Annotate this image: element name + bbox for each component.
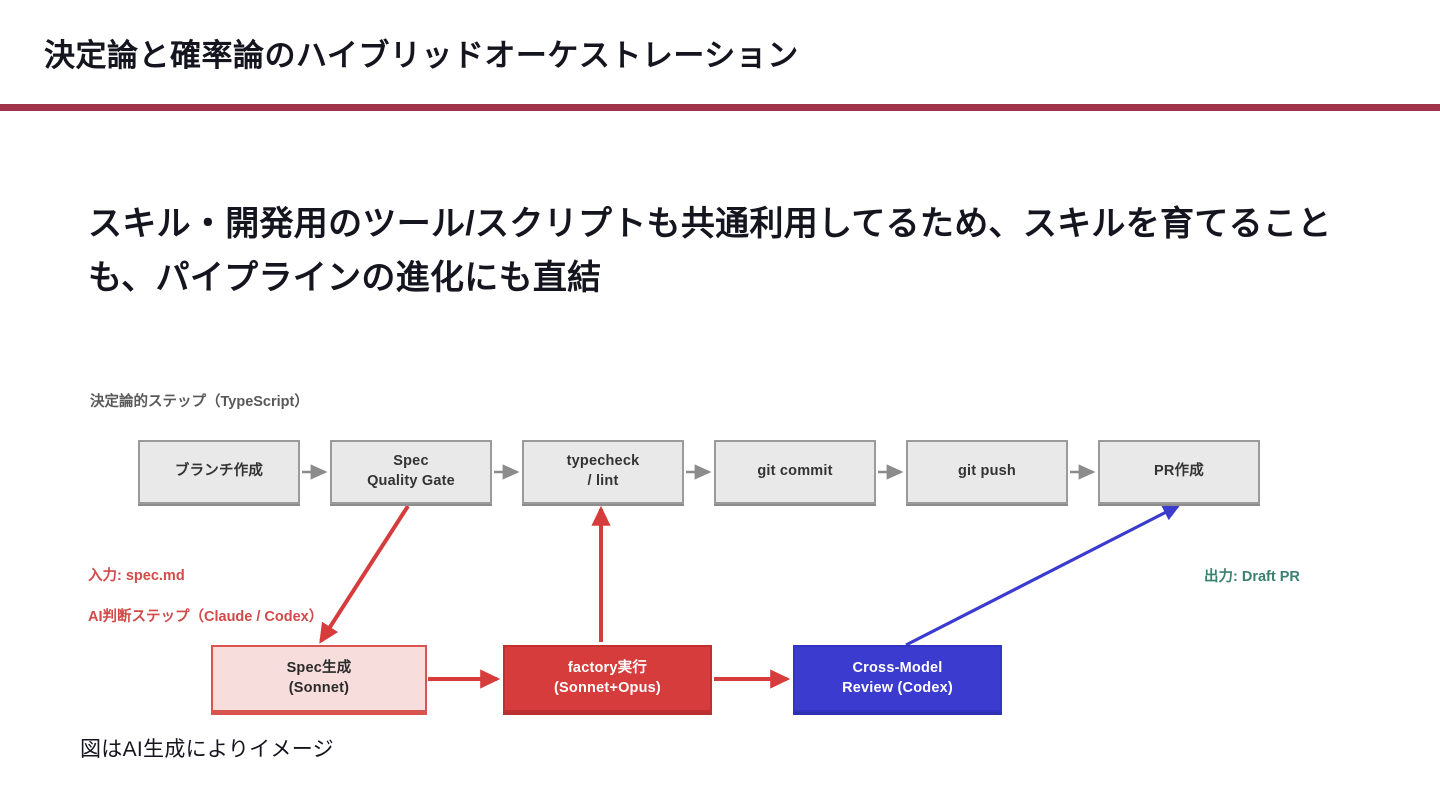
node-label-line1: Spec [393,453,429,470]
node-spec-generate[interactable]: Spec生成 (Sonnet) [211,645,427,712]
label-input: 入力: spec.md [88,568,185,584]
label-deterministic-steps: 決定論的ステップ（TypeScript） [90,394,309,410]
node-cross-model-review[interactable]: Cross-Model Review (Codex) [793,645,1002,712]
node-branch-create[interactable]: ブランチ作成 [138,440,300,504]
label-ai-steps: AI判断ステップ（Claude / Codex） [88,609,324,625]
node-label-line1: ブランチ作成 [174,463,264,480]
node-factory-run[interactable]: factory実行 (Sonnet+Opus) [503,645,712,712]
node-label-line2: Quality Gate [367,473,455,489]
node-typecheck-lint[interactable]: typecheck / lint [522,440,684,504]
page-title: 決定論と確率論のハイブリッドオーケストレーション [44,38,799,73]
figure-caption: 図はAI生成によりイメージ [80,738,334,761]
node-label-line2: Review (Codex) [842,679,953,696]
node-label-line1: PR作成 [1154,463,1204,480]
node-label-line1: git commit [757,463,833,480]
title-divider [0,104,1440,111]
node-label-line1: Spec生成 [286,659,352,676]
node-label-line1: factory実行 [567,659,648,676]
label-output: 出力: Draft PR [1204,569,1300,585]
node-label-line1: Cross-Model [852,659,943,676]
node-label-line2: (Sonnet+Opus) [554,679,661,696]
node-git-push[interactable]: git push [906,440,1068,504]
node-pr-create[interactable]: PR作成 [1098,440,1260,504]
node-label-line2: / lint [587,473,619,489]
node-label-line1: git push [958,463,1016,480]
body-text: スキル・開発用のツール/スクリプトも共通利用してるため、スキルを育てることも、パ… [88,205,1332,297]
node-git-commit[interactable]: git commit [714,440,876,504]
node-label-line2: (Sonnet) [288,679,350,696]
node-label-line1: typecheck [566,453,640,470]
node-spec-quality-gate[interactable]: Spec Quality Gate [330,440,492,504]
